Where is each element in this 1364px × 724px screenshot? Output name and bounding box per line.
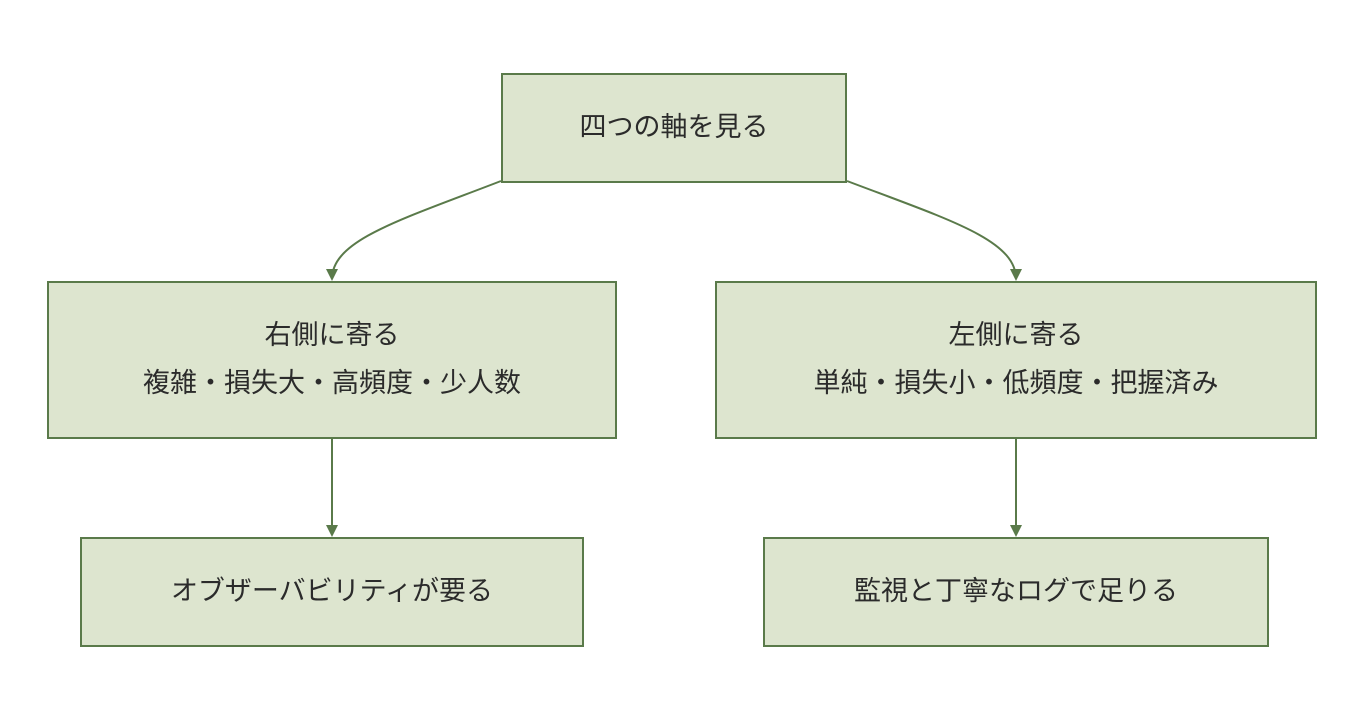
node-observability-needed-label: オブザーバビリティが要る (170, 576, 494, 607)
node-lean-left-title: 左側に寄る (948, 320, 1084, 351)
node-lean-right-criteria: 複雑・損失大・高頻度・少人数 (143, 368, 521, 399)
node-monitoring-sufficient-label: 監視と丁寧なログで足りる (854, 576, 1178, 607)
node-four-axes: 四つの軸を見る (501, 73, 847, 183)
edge-root-to-right (326, 180, 502, 281)
node-observability-needed: オブザーバビリティが要る (80, 537, 584, 647)
node-lean-left: 左側に寄る 単純・損失小・低頻度・把握済み (715, 281, 1317, 439)
node-lean-right-title: 右側に寄る (264, 320, 400, 351)
edge-root-to-left (846, 180, 1022, 281)
node-monitoring-sufficient: 監視と丁寧なログで足りる (763, 537, 1269, 647)
node-four-axes-label: 四つの軸を見る (579, 112, 769, 143)
node-lean-left-criteria: 単純・損失小・低頻度・把握済み (813, 368, 1219, 399)
node-lean-right: 右側に寄る 複雑・損失大・高頻度・少人数 (47, 281, 617, 439)
